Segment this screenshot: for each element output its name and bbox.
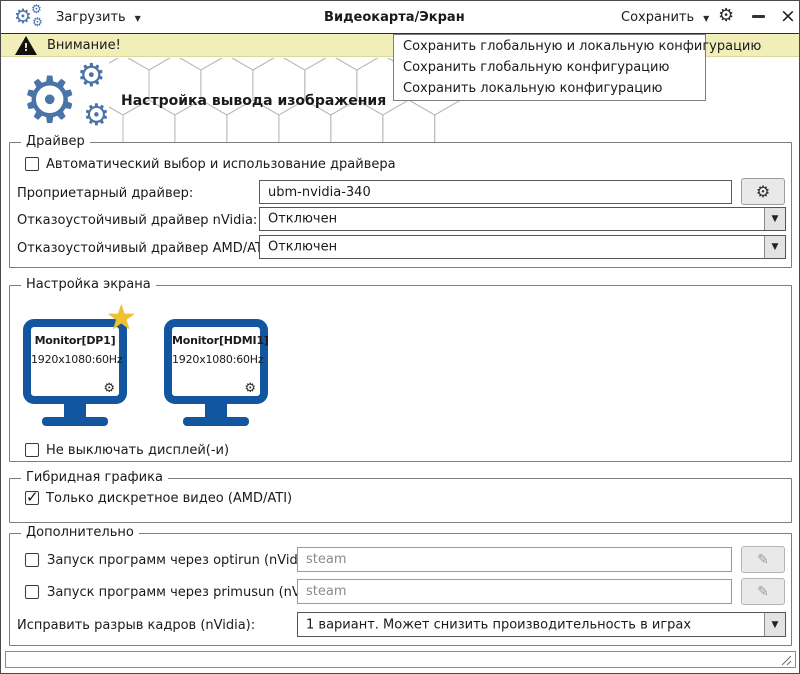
primary-star-icon: ★ bbox=[106, 298, 137, 338]
monitor-mode: 1920x1080:60Hz bbox=[172, 353, 264, 366]
hybrid-group: Гибридная графика bbox=[9, 470, 792, 523]
warning-exclamation: ! bbox=[23, 40, 29, 54]
chevron-down-icon: ▼ bbox=[134, 13, 141, 23]
keep-display-label: Не выключать дисплей(-и) bbox=[46, 443, 230, 458]
monitor-stand bbox=[64, 403, 86, 419]
monitor-name: Monitor[DP1] bbox=[34, 334, 116, 347]
gear-icon: ⚙ bbox=[14, 4, 32, 28]
monitor-gear-icon[interactable]: ⚙ bbox=[103, 381, 115, 396]
minimize-icon bbox=[752, 15, 765, 18]
driver-settings-button[interactable]: ⚙ bbox=[741, 178, 785, 205]
save-menu-label: Сохранить bbox=[621, 9, 695, 25]
primusun-label: Запуск программ через primusun (nVidia): bbox=[47, 585, 334, 600]
proprietary-driver-label: Проприетарный драйвер: bbox=[17, 186, 194, 201]
monitor-card[interactable]: Monitor[HDMI1] 1920x1080:60Hz ⚙ bbox=[164, 319, 269, 404]
chevron-down-icon: ▼ bbox=[771, 242, 779, 252]
discrete-video-checkbox[interactable] bbox=[25, 488, 39, 506]
screen-group: Настройка экрана bbox=[9, 277, 792, 462]
monitor-stand bbox=[205, 403, 227, 419]
nvidia-failsafe-label: Отказоустойчивый драйвер nVidia: bbox=[17, 213, 258, 228]
menu-item-save-global-and-local[interactable]: Сохранить глобальную и локальную конфигу… bbox=[403, 39, 762, 54]
extra-group: Дополнительно bbox=[9, 525, 792, 646]
amd-failsafe-value: Отключен bbox=[268, 239, 338, 255]
tearfix-label: Исправить разрыв кадров (nVidia): bbox=[17, 618, 256, 633]
status-bar bbox=[5, 651, 796, 668]
auto-driver-checkbox[interactable] bbox=[25, 157, 39, 171]
close-button[interactable]: × bbox=[780, 5, 796, 27]
discrete-video-label: Только дискретное видео (AMD/ATI) bbox=[46, 491, 293, 506]
monitor-card[interactable]: Monitor[DP1] 1920x1080:60Hz ⚙ bbox=[23, 319, 127, 404]
chevron-down-icon: ▼ bbox=[703, 13, 710, 23]
combo-arrow-button[interactable]: ▼ bbox=[764, 236, 785, 258]
chevron-down-icon: ▼ bbox=[771, 214, 779, 224]
screen-group-legend: Настройка экрана bbox=[21, 277, 156, 292]
load-menu-button[interactable]: Загрузить ▼ bbox=[56, 1, 141, 33]
monitor-stand-base bbox=[42, 417, 108, 426]
nvidia-failsafe-value: Отключен bbox=[268, 211, 338, 227]
monitor-gear-icon[interactable]: ⚙ bbox=[244, 381, 256, 396]
amd-failsafe-label: Отказоустойчивый драйвер AMD/ATI: bbox=[17, 241, 272, 256]
gear-icon: ⚙ bbox=[31, 2, 42, 16]
edit-pencil-icon: ✎ bbox=[757, 551, 769, 568]
auto-driver-label: Автоматический выбор и использование дра… bbox=[46, 157, 396, 172]
load-menu-label: Загрузить bbox=[56, 9, 126, 25]
extra-group-legend: Дополнительно bbox=[21, 525, 139, 540]
menu-item-save-local[interactable]: Сохранить локальную конфигурацию bbox=[403, 81, 663, 96]
chevron-down-icon: ▼ bbox=[771, 619, 779, 630]
primusun-input[interactable] bbox=[297, 579, 732, 604]
page-title: Настройка вывода изображения bbox=[121, 93, 387, 109]
warning-triangle bbox=[15, 35, 37, 55]
gear-icon: ⚙ bbox=[83, 98, 110, 133]
optirun-input[interactable] bbox=[297, 547, 732, 572]
optirun-checkbox[interactable] bbox=[25, 553, 39, 567]
gear-icon: ⚙ bbox=[755, 181, 771, 201]
keep-display-checkbox[interactable] bbox=[25, 443, 39, 457]
settings-gear-icon[interactable]: ⚙ bbox=[718, 5, 735, 26]
minimize-button[interactable] bbox=[752, 15, 765, 18]
driver-group-legend: Драйвер bbox=[21, 134, 90, 149]
primusun-checkbox[interactable] bbox=[25, 585, 39, 599]
monitor-stand-base bbox=[183, 417, 249, 426]
optirun-edit-button[interactable]: ✎ bbox=[741, 546, 785, 573]
save-dropdown-menu: Сохранить глобальную и локальную конфигу… bbox=[393, 34, 762, 101]
hybrid-group-legend: Гибридная графика bbox=[21, 470, 168, 485]
driver-group: Драйвер bbox=[9, 134, 792, 268]
monitor-mode: 1920x1080:60Hz bbox=[31, 353, 123, 366]
optirun-label: Запуск программ через optirun (nVidia): bbox=[47, 553, 319, 568]
titlebar: ⚙ ⚙ ⚙ Загрузить ▼ Видеокарта/Экран Сохра… bbox=[1, 1, 799, 34]
gear-icon: ⚙ bbox=[77, 56, 106, 94]
gear-icon: ⚙ bbox=[21, 64, 79, 138]
combo-arrow-button[interactable]: ▼ bbox=[764, 613, 785, 636]
app-logo-gears-icon: ⚙ ⚙ ⚙ bbox=[14, 2, 48, 31]
combo-arrow-button[interactable]: ▼ bbox=[764, 208, 785, 230]
edit-pencil-icon: ✎ bbox=[757, 583, 769, 600]
primusun-edit-button[interactable]: ✎ bbox=[741, 578, 785, 605]
monitor-name: Monitor[HDMI1] bbox=[172, 334, 269, 347]
app-logo-large: ⚙ ⚙ ⚙ bbox=[21, 59, 131, 143]
tearfix-value: 1 вариант. Может снизить производительно… bbox=[306, 617, 692, 632]
amd-failsafe-select[interactable]: Отключен ▼ bbox=[259, 235, 786, 259]
nvidia-failsafe-select[interactable]: Отключен ▼ bbox=[259, 207, 786, 231]
window-title: Видеокарта/Экран bbox=[324, 10, 465, 25]
tearfix-select[interactable]: 1 вариант. Может снизить производительно… bbox=[297, 612, 786, 637]
save-menu-button[interactable]: Сохранить ▼ bbox=[621, 1, 709, 33]
warning-text: Внимание! bbox=[47, 37, 121, 53]
resize-grip[interactable] bbox=[780, 654, 792, 666]
menu-item-save-global[interactable]: Сохранить глобальную конфигурацию bbox=[403, 60, 670, 75]
warning-icon: ! bbox=[15, 35, 37, 55]
proprietary-driver-input[interactable] bbox=[259, 180, 732, 204]
gear-icon: ⚙ bbox=[32, 15, 43, 29]
